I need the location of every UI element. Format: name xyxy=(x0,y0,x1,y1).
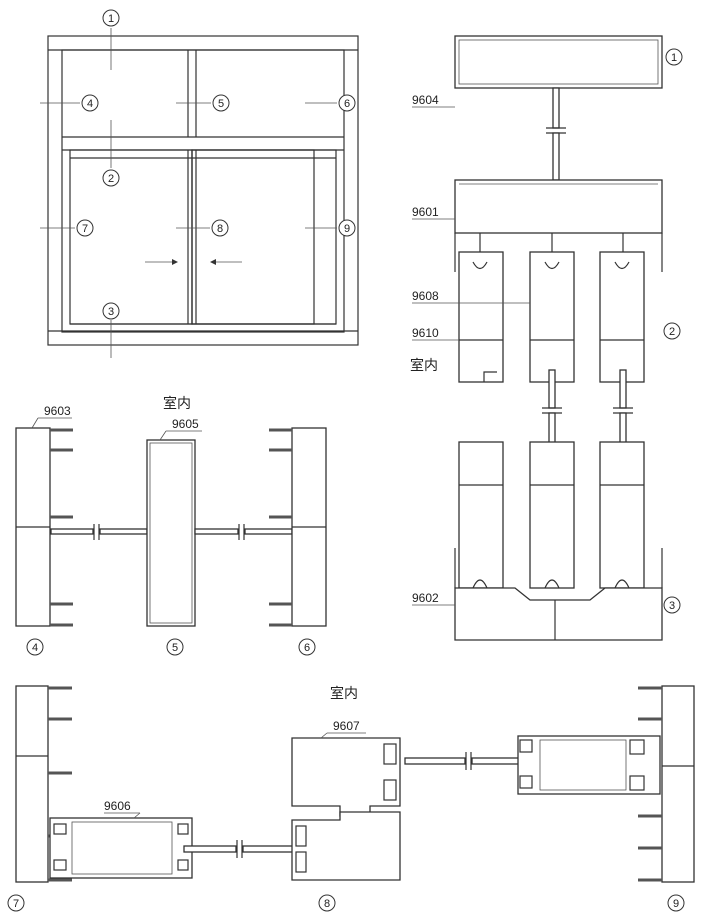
upper-sashes xyxy=(458,251,645,383)
svg-text:3: 3 xyxy=(108,306,114,318)
svg-text:9: 9 xyxy=(344,223,350,235)
label-9606: 9606 xyxy=(104,799,131,813)
window-elevation: 1 2 3 4 5 6 7 8 9 xyxy=(40,9,359,358)
svg-text:4: 4 xyxy=(87,98,93,110)
vertical-section: 9604 1 9601 9608 9 xyxy=(410,35,683,641)
svg-text:7: 7 xyxy=(13,898,19,910)
svg-text:2: 2 xyxy=(669,326,675,338)
callout-6: 6 xyxy=(338,94,356,112)
label-9602: 9602 xyxy=(412,591,439,605)
lower-sashes xyxy=(458,441,645,589)
svg-text:5: 5 xyxy=(218,98,224,110)
callout-7-section: 7 xyxy=(7,894,25,912)
indoor-label-upper: 室内 xyxy=(163,395,191,412)
callout-1: 1 xyxy=(102,9,120,27)
slide-arrow-right-icon xyxy=(145,259,178,265)
label-9607: 9607 xyxy=(333,719,360,733)
svg-text:4: 4 xyxy=(32,642,38,654)
svg-text:3: 3 xyxy=(669,600,675,612)
callout-6-section: 6 xyxy=(298,638,316,656)
svg-text:8: 8 xyxy=(217,223,223,235)
callout-9: 9 xyxy=(338,219,356,237)
callout-3-section: 3 xyxy=(663,596,681,614)
horizontal-section-upper: 室内 9603 9605 4 5 6 xyxy=(15,395,327,656)
callout-5: 5 xyxy=(212,94,230,112)
profile-9604 xyxy=(454,35,663,89)
svg-text:5: 5 xyxy=(172,642,178,654)
frame-right xyxy=(638,685,695,883)
label-9610: 9610 xyxy=(412,326,439,340)
profile-9605 xyxy=(146,439,196,627)
profile-9607 xyxy=(291,737,401,881)
callout-4: 4 xyxy=(81,94,99,112)
profile-9602 xyxy=(454,548,663,641)
profile-9603-right xyxy=(269,427,327,627)
callout-3: 3 xyxy=(102,302,120,320)
indoor-label-lower: 室内 xyxy=(330,685,358,702)
svg-text:1: 1 xyxy=(671,52,677,64)
label-9605: 9605 xyxy=(172,417,199,431)
callout-1-section: 1 xyxy=(665,48,683,66)
label-9603: 9603 xyxy=(44,404,71,418)
callout-2: 2 xyxy=(102,169,120,187)
callout-8-section: 8 xyxy=(318,894,336,912)
profile-9603-left xyxy=(15,427,73,627)
callout-4-section: 4 xyxy=(26,638,44,656)
profile-9601 xyxy=(454,179,663,272)
svg-text:8: 8 xyxy=(324,898,330,910)
callout-8: 8 xyxy=(211,219,229,237)
svg-text:7: 7 xyxy=(82,223,88,235)
slide-arrow-left-icon xyxy=(210,259,242,265)
label-9604: 9604 xyxy=(412,93,439,107)
horizontal-section-lower: 室内 9606 9607 xyxy=(7,685,695,912)
callout-5-section: 5 xyxy=(166,638,184,656)
indoor-label: 室内 xyxy=(410,357,438,374)
callout-7: 7 xyxy=(76,219,94,237)
label-9601: 9601 xyxy=(412,205,439,219)
svg-text:2: 2 xyxy=(108,173,114,185)
svg-text:1: 1 xyxy=(108,13,114,25)
callout-9-section: 9 xyxy=(667,894,685,912)
svg-text:6: 6 xyxy=(344,98,350,110)
svg-text:9: 9 xyxy=(673,898,679,910)
label-9608: 9608 xyxy=(412,289,439,303)
sash-right xyxy=(517,735,661,795)
profile-9606 xyxy=(49,817,193,879)
svg-text:6: 6 xyxy=(304,642,310,654)
callout-2-section: 2 xyxy=(663,322,681,340)
